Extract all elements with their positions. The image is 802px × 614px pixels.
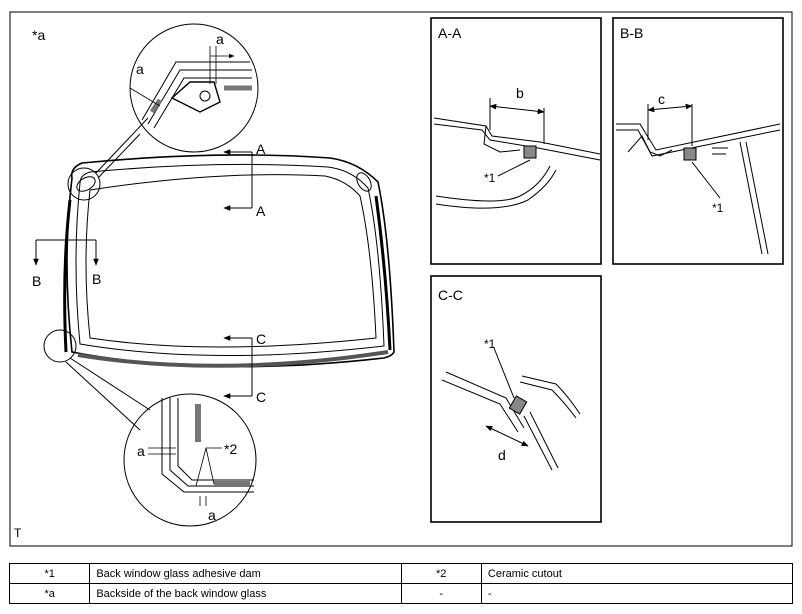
section-marker-c-top-label: C	[256, 331, 266, 347]
legend-code: *a	[8, 583, 91, 604]
legend-code: *1	[8, 563, 91, 584]
section-marker-a-bottom-label: A	[256, 203, 266, 219]
section-bb-dim: c	[658, 91, 665, 107]
overview-frame	[9, 11, 793, 547]
detail-bottom-dim-left: a	[137, 443, 145, 459]
section-aa-panel: A-A b *1	[430, 17, 602, 265]
section-aa-callout: *1	[484, 171, 496, 185]
section-bb-panel: B-B c *1	[612, 17, 784, 265]
legend-description: -	[480, 583, 794, 604]
section-aa-title: A-A	[438, 25, 462, 41]
legend-description: Backside of the back window glass	[89, 583, 402, 604]
detail-callout-bottom	[43, 329, 257, 527]
section-marker-b-left-label: B	[32, 273, 41, 289]
legend-code: -	[400, 583, 482, 604]
legend-row: *a Backside of the back window glass - -	[8, 583, 794, 604]
section-marker-b-right-label: B	[92, 271, 101, 287]
corner-label: T	[14, 526, 22, 540]
section-aa-dim: b	[516, 85, 524, 101]
detail-bottom-dim-right: a	[208, 507, 216, 523]
back-window-glass	[63, 154, 395, 368]
section-bb-title: B-B	[620, 25, 643, 41]
section-marker-c	[223, 335, 253, 399]
section-marker-a	[223, 149, 253, 211]
legend-row: *1 Back window glass adhesive dam *2 Cer…	[8, 563, 794, 584]
back-window-glass-diagram: *a T A A B B C C	[9, 11, 793, 547]
section-marker-c-bottom-label: C	[256, 389, 266, 405]
detail-bottom-callout: *2	[224, 441, 237, 457]
section-cc-title: C-C	[438, 287, 463, 303]
section-bb-callout: *1	[712, 201, 724, 215]
legend-description: Ceramic cutout	[480, 563, 794, 584]
section-marker-b	[33, 239, 99, 266]
section-cc-dim: d	[498, 447, 506, 463]
legend-code: *2	[400, 563, 482, 584]
legend-description: Back window glass adhesive dam	[89, 563, 402, 584]
legend-table: *1 Back window glass adhesive dam *2 Cer…	[8, 563, 794, 604]
detail-callout-top	[67, 23, 259, 201]
detail-top-dim-right: a	[216, 31, 224, 47]
overview-label: *a	[32, 27, 45, 43]
section-cc-callout: *1	[484, 337, 496, 351]
detail-top-dim-left: a	[136, 61, 144, 77]
section-cc-panel: C-C d *1	[430, 275, 602, 523]
section-marker-a-top-label: A	[256, 141, 266, 157]
